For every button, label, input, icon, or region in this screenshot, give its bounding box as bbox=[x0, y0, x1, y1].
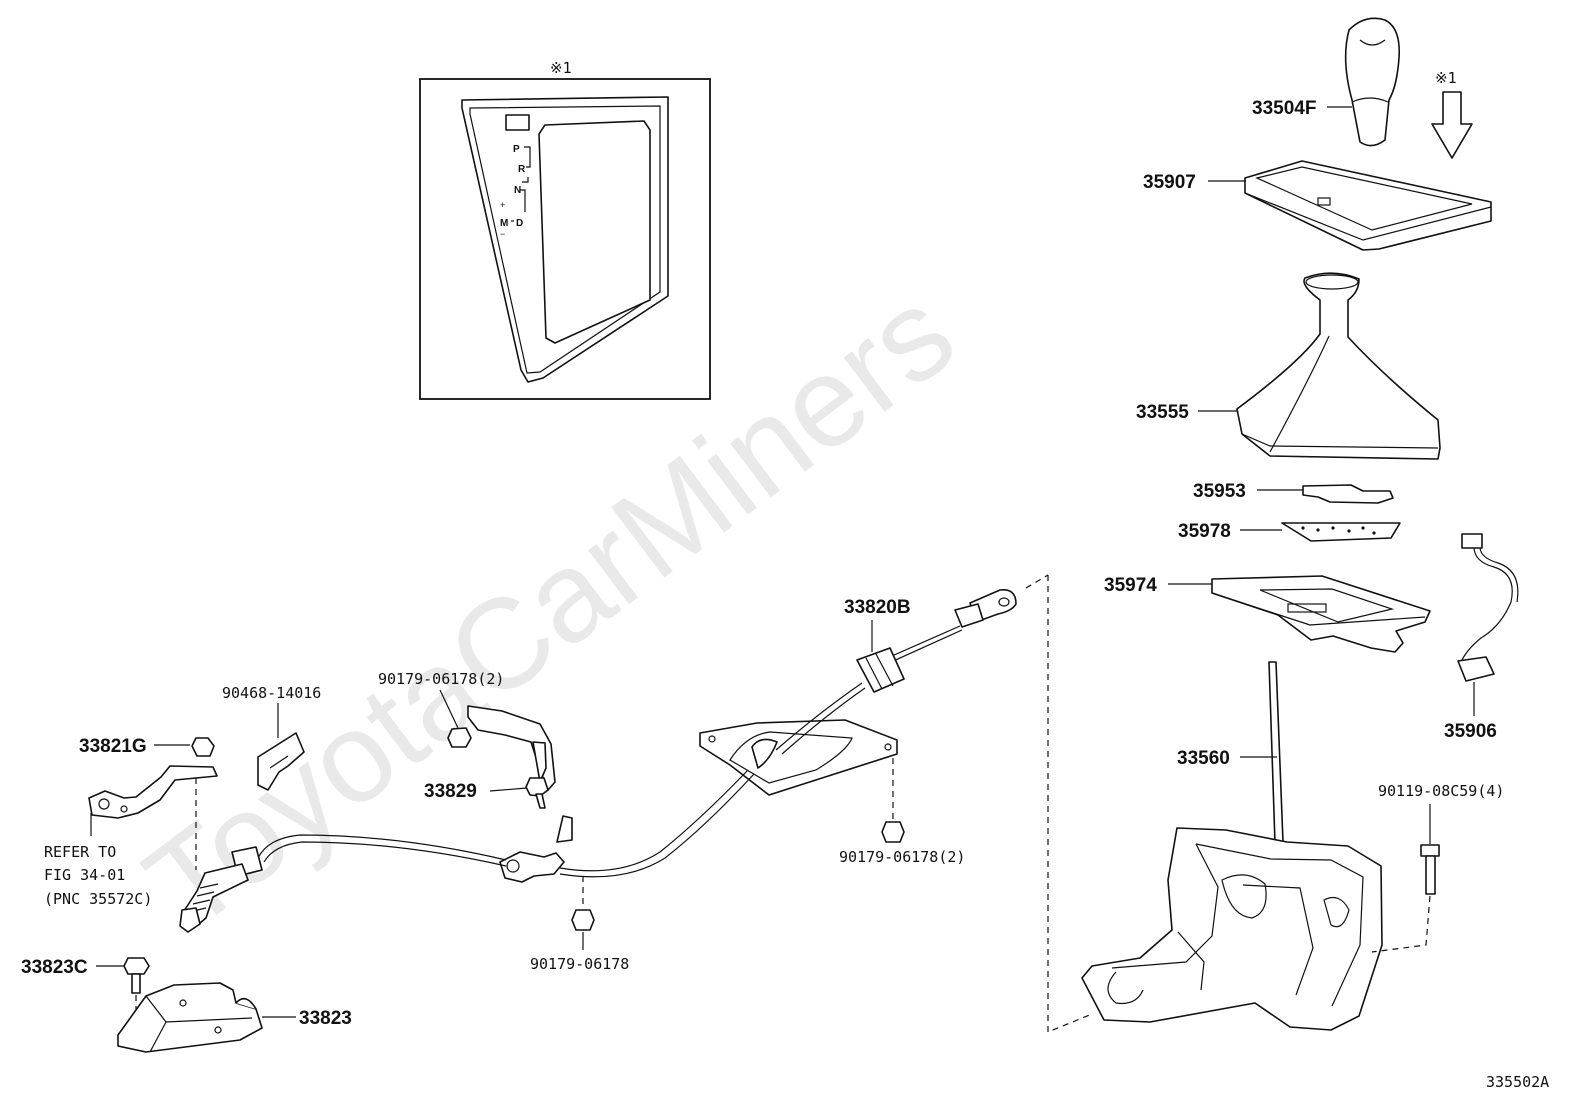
nut-90179-right bbox=[881, 821, 905, 843]
gate-n: N bbox=[514, 185, 521, 196]
label-refer-to: REFER TO bbox=[44, 843, 116, 861]
label-90179-06178-top: 90179-06178(2) bbox=[378, 670, 504, 688]
label-90179-06178-right: 90179-06178(2) bbox=[839, 848, 965, 866]
nut-33821G bbox=[191, 737, 215, 757]
inset-shift-gate: ※1 P R N D M + − bbox=[419, 59, 711, 400]
gate-r: R bbox=[518, 164, 526, 175]
bracket-33823 bbox=[117, 982, 263, 1053]
label-33829: 33829 bbox=[424, 781, 477, 802]
shift-bezel bbox=[1244, 160, 1492, 251]
cable-end-boot bbox=[179, 846, 263, 933]
cable-end-33820B bbox=[856, 588, 1017, 693]
label-refer-fig: FIG 34-01 bbox=[44, 866, 125, 884]
bolt-33823C bbox=[123, 957, 150, 994]
gate-m: M bbox=[500, 218, 508, 229]
label-33823: 33823 bbox=[299, 1008, 352, 1029]
label-90468-14016: 90468-14016 bbox=[222, 684, 321, 702]
label-35907: 35907 bbox=[1143, 172, 1196, 193]
label-35906: 35906 bbox=[1444, 721, 1497, 742]
label-33504F: 33504F bbox=[1252, 98, 1316, 119]
label-90119-08C59: 90119-08C59(4) bbox=[1378, 782, 1504, 800]
label-33823C: 33823C bbox=[21, 957, 88, 978]
diagram-id: 335502A bbox=[1486, 1073, 1549, 1091]
gate-minus: − bbox=[500, 229, 505, 239]
gate-plus: + bbox=[500, 200, 505, 210]
bolt-90119 bbox=[1420, 844, 1440, 895]
cable-clamp bbox=[499, 815, 573, 883]
nut-90179-top bbox=[447, 727, 472, 748]
gate-p: P bbox=[513, 144, 520, 155]
part-35974-plate bbox=[1211, 575, 1431, 653]
label-35953: 35953 bbox=[1193, 481, 1246, 502]
nut-90179-bottom bbox=[571, 909, 595, 931]
label-35978: 35978 bbox=[1178, 521, 1231, 542]
label-33821G: 33821G bbox=[79, 736, 147, 757]
part-35906-harness bbox=[1457, 533, 1519, 682]
gate-d: D bbox=[516, 218, 523, 229]
label-33555: 33555 bbox=[1136, 402, 1189, 423]
lever-bracket-left bbox=[88, 765, 218, 819]
label-refer-pnc: (PNC 35572C) bbox=[44, 890, 152, 908]
arrow-marker: ※1 bbox=[1435, 69, 1457, 87]
label-33560: 33560 bbox=[1177, 748, 1230, 769]
shift-boot bbox=[1236, 272, 1441, 460]
part-35953 bbox=[1302, 484, 1394, 504]
part-35978 bbox=[1281, 522, 1401, 542]
label-90179-06178-bottom: 90179-06178 bbox=[530, 955, 629, 973]
cable-bracket-plate bbox=[699, 719, 898, 796]
shift-lever-rod bbox=[1268, 661, 1284, 844]
down-arrow-icon bbox=[1431, 91, 1473, 159]
clip-90468 bbox=[257, 732, 305, 791]
shift-lever-housing bbox=[1081, 827, 1383, 1031]
label-35974: 35974 bbox=[1104, 575, 1157, 596]
bracket-33829 bbox=[467, 705, 556, 809]
inset-marker: ※1 bbox=[550, 59, 572, 77]
shift-knob bbox=[1344, 17, 1401, 147]
label-33820B: 33820B bbox=[844, 597, 911, 618]
